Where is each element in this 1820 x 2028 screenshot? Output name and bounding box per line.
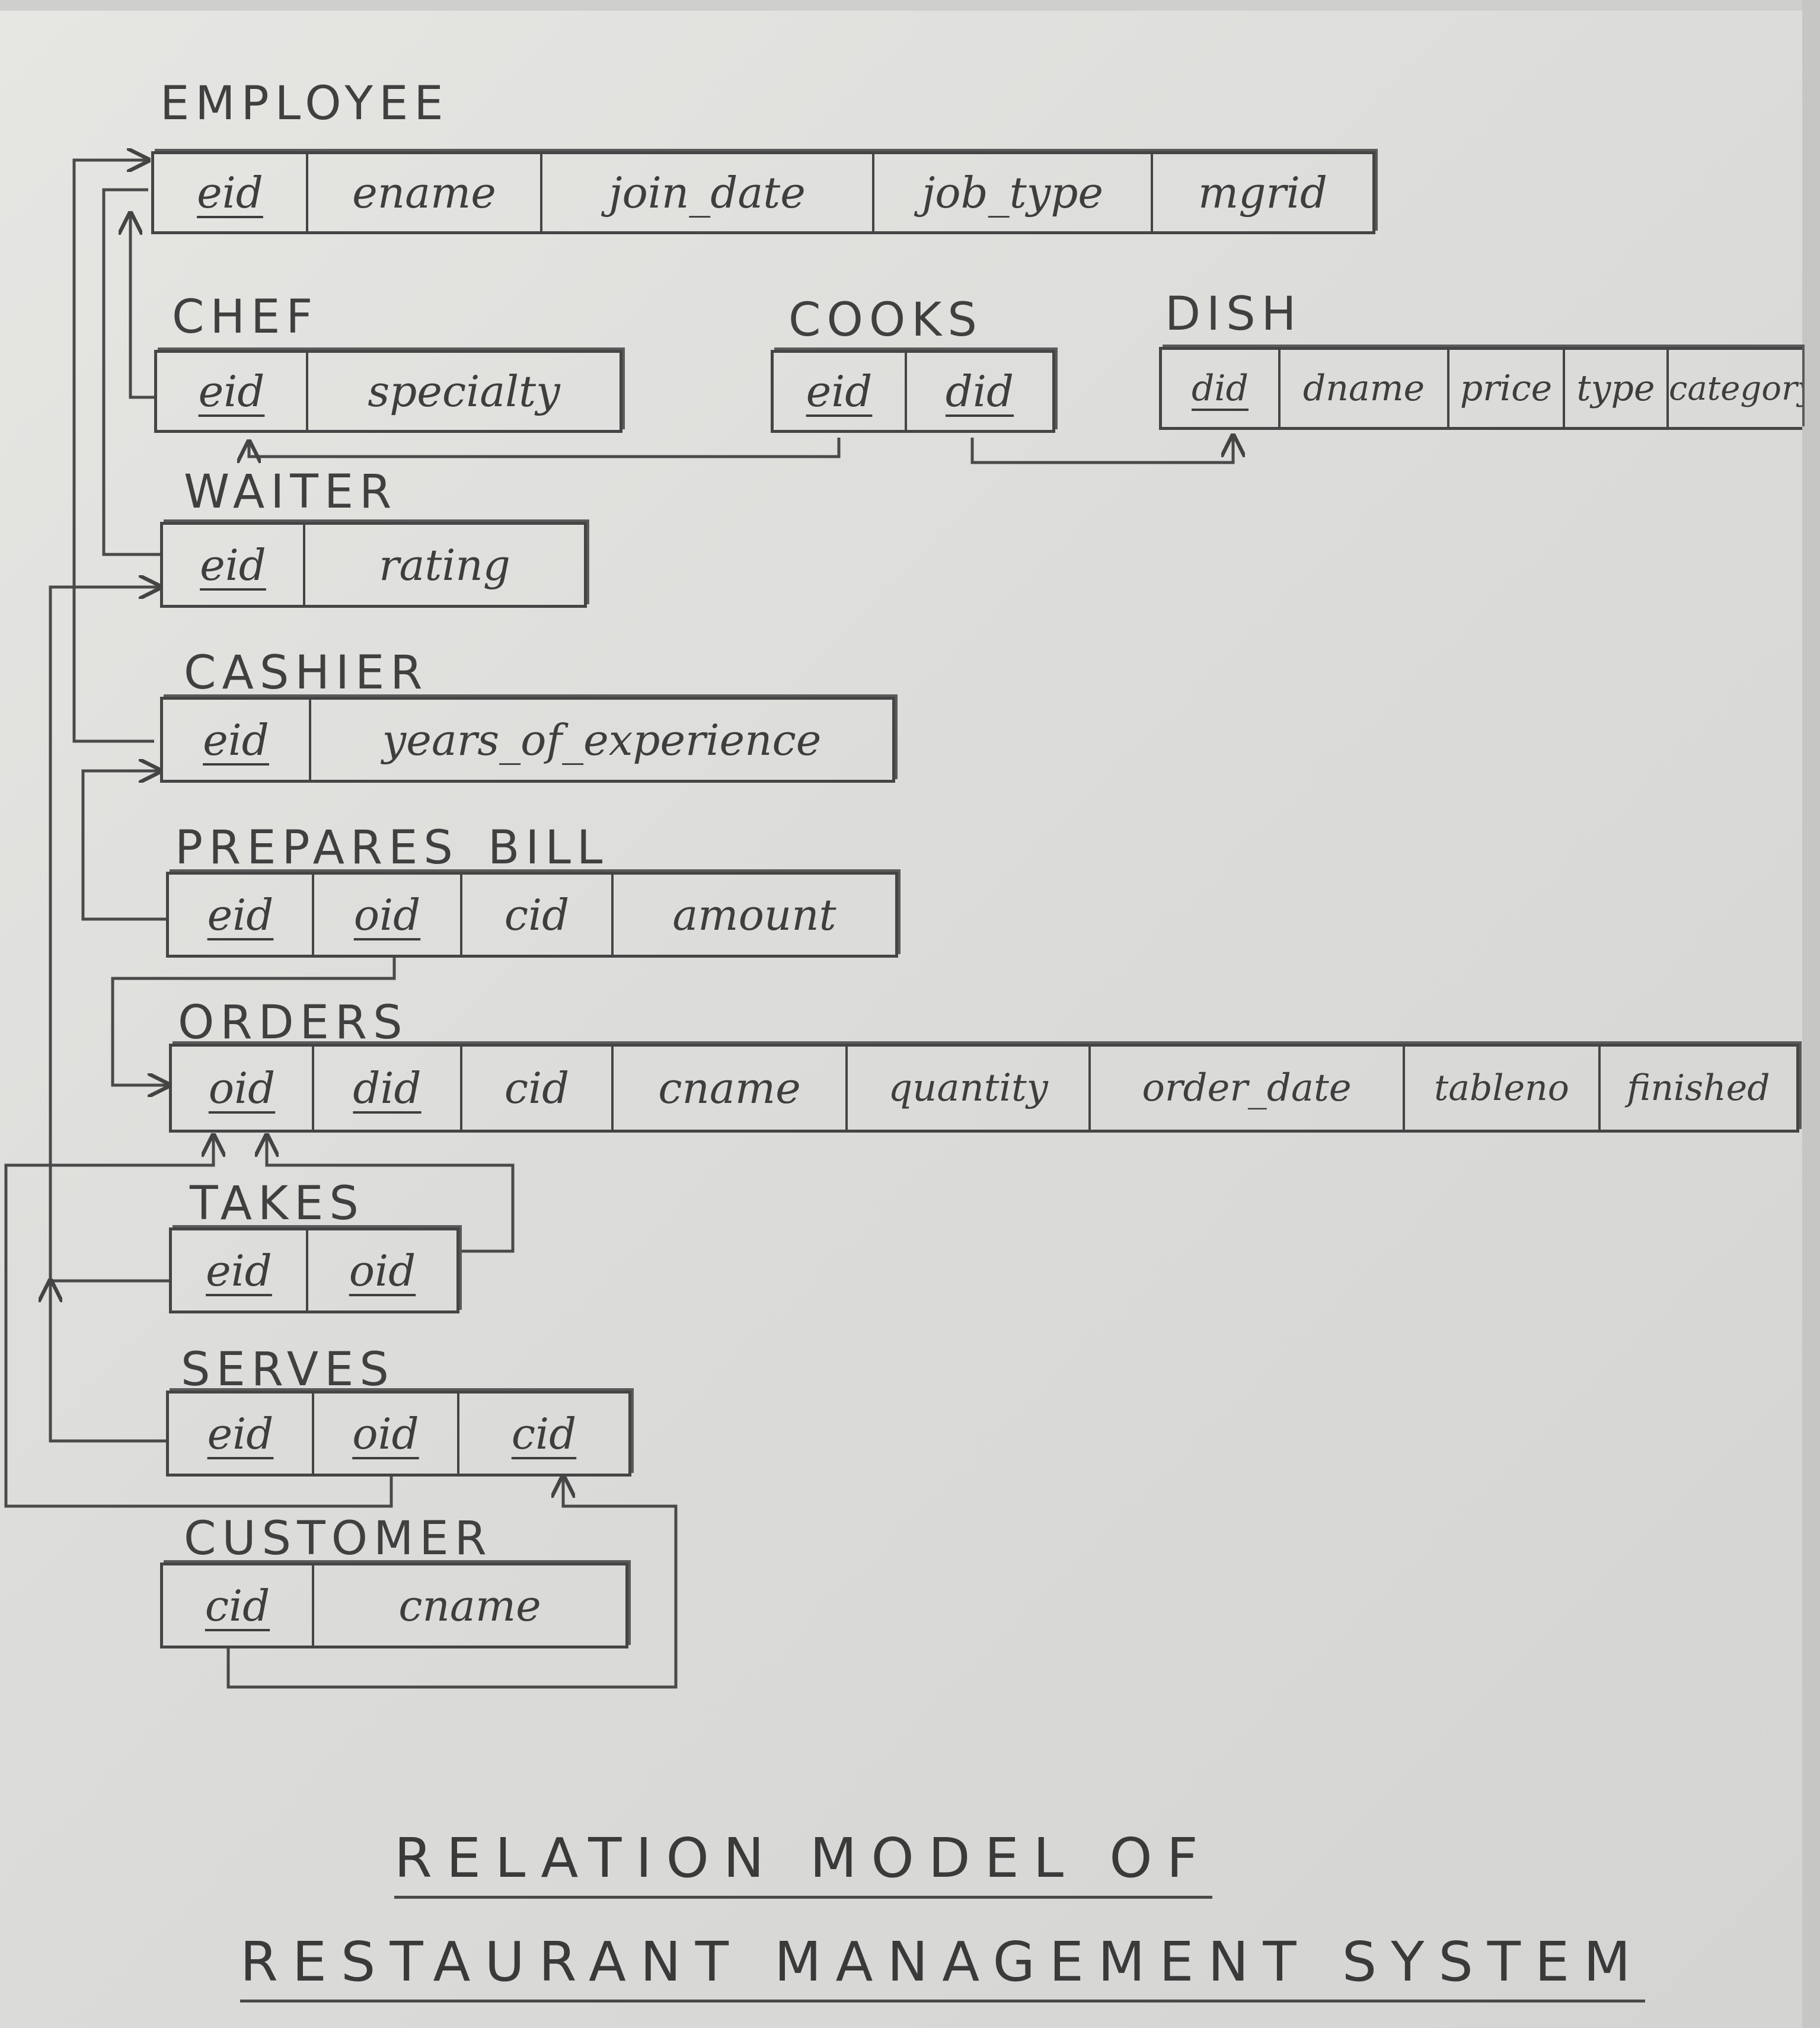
- chef-table: eid specialty: [154, 350, 622, 433]
- cooks-table: eid did: [771, 350, 1055, 433]
- prepares-bill-table: eid oid cid amount: [166, 872, 898, 958]
- employee-eid: eid: [154, 154, 308, 231]
- customer-cid: cid: [163, 1565, 314, 1646]
- waiter-title: WAITER: [184, 465, 398, 519]
- orders-cid: cid: [462, 1047, 614, 1130]
- serves-eid-to-waiter: [50, 1281, 169, 1443]
- prepares-bill-to-cashier: [81, 771, 166, 921]
- orders-oid: oid: [172, 1047, 314, 1130]
- prepares-bill-eid: eid: [169, 875, 314, 955]
- takes-oid-to-orders: [267, 1136, 515, 1253]
- dish-category: category: [1669, 369, 1802, 408]
- caption-line-2: RESTAURANT MANAGEMENT SYSTEM: [240, 1930, 1645, 2003]
- takes-eid: eid: [172, 1230, 308, 1310]
- chef-eid: eid: [157, 353, 308, 430]
- dish-price: price: [1449, 350, 1565, 427]
- takes-oid: oid: [349, 1245, 416, 1296]
- chef-title: CHEF: [172, 291, 319, 344]
- employee-mgrid: mgrid: [1198, 168, 1327, 218]
- serves-title: SERVES: [181, 1343, 395, 1396]
- serves-eid: eid: [169, 1394, 314, 1474]
- waiter-table: eid rating: [160, 522, 587, 608]
- chef-eid-link: [130, 213, 157, 399]
- paper-right-edge: [1802, 0, 1820, 2028]
- cashier-table: eid years_of_experience: [160, 697, 895, 783]
- waiter-rating: rating: [379, 540, 510, 590]
- orders-title: ORDERS: [178, 996, 408, 1050]
- cashier-years-of-experience: years_of_experience: [382, 715, 822, 765]
- serves-cid: cid: [511, 1408, 577, 1459]
- employee-title: EMPLOYEE: [160, 77, 449, 130]
- orders-did: did: [314, 1047, 462, 1130]
- prepares-bill-amount: amount: [672, 889, 836, 940]
- prepares-bill-cid: cid: [462, 875, 614, 955]
- orders-table: oid did cid cname quantity order_date ta…: [169, 1044, 1799, 1133]
- orders-tableno: tableno: [1405, 1047, 1601, 1130]
- serves-table: eid oid cid: [166, 1391, 631, 1477]
- dish-title: DISH: [1165, 288, 1302, 341]
- cooks-did-to-dish: [970, 436, 1233, 464]
- customer-cid-to-serves: [226, 1477, 678, 1689]
- dish-dname: dname: [1281, 350, 1449, 427]
- prepares-bill-title: PREPARES_BILL: [175, 821, 609, 875]
- employee-spine-outer: [72, 160, 154, 743]
- orders-cname: cname: [614, 1047, 848, 1130]
- dish-table: did dname price type category: [1159, 347, 1802, 430]
- cooks-did: did: [945, 366, 1014, 416]
- cooks-eid-to-chef: [249, 438, 841, 457]
- orders-quantity: quantity: [848, 1047, 1091, 1130]
- prepares-bill-to-orders: [111, 958, 396, 1085]
- takes-table: eid oid: [169, 1227, 459, 1313]
- orders-finished: finished: [1627, 1067, 1770, 1109]
- orders-order-date: order_date: [1091, 1047, 1405, 1130]
- waiter-eid: eid: [163, 525, 305, 605]
- chef-specialty: specialty: [368, 366, 560, 416]
- cooks-title: COOKS: [788, 294, 983, 347]
- dish-type: type: [1565, 350, 1669, 427]
- cashier-title: CASHIER: [184, 646, 429, 700]
- employee-table: eid ename join_date job_type mgrid: [151, 151, 1375, 234]
- employee-join-date: join_date: [542, 154, 874, 231]
- customer-table: cid cname: [160, 1563, 628, 1648]
- caption-line-1: RELATION MODEL OF: [394, 1826, 1212, 1899]
- employee-spine-inner: [102, 188, 160, 556]
- customer-title: CUSTOMER: [184, 1512, 493, 1565]
- takes-title: TAKES: [190, 1177, 365, 1230]
- dish-did: did: [1162, 350, 1281, 427]
- waiter-eid-link: [49, 587, 160, 1281]
- serves-oid-to-orders: [4, 1136, 393, 1508]
- serves-oid: oid: [314, 1394, 459, 1474]
- employee-ename: ename: [308, 154, 542, 231]
- cooks-eid: eid: [774, 353, 907, 430]
- employee-job-type: job_type: [874, 154, 1153, 231]
- paper-top-edge: [0, 0, 1820, 11]
- prepares-bill-oid: oid: [314, 875, 462, 955]
- customer-cname: cname: [398, 1580, 541, 1631]
- cashier-eid: eid: [163, 700, 311, 780]
